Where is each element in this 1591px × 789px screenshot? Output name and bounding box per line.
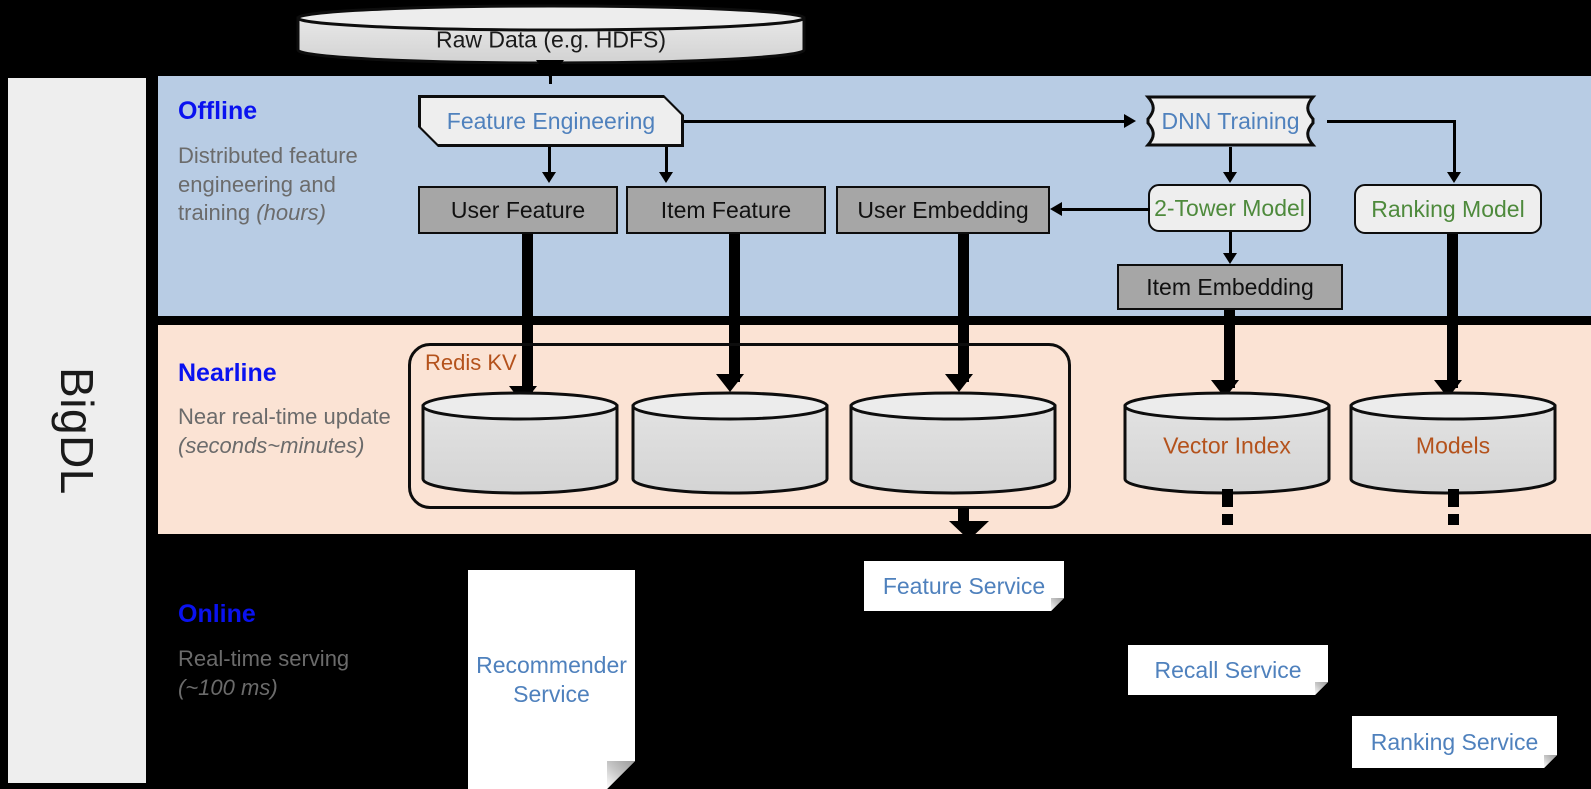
arrow-fe-dnn bbox=[1124, 114, 1136, 128]
nearline-description-text: Near real-time update bbox=[178, 404, 391, 429]
connector-redis-featureservice bbox=[958, 508, 969, 526]
models-store[interactable]: Models bbox=[1348, 390, 1558, 495]
ranking-model-label: Ranking Model bbox=[1371, 195, 1525, 222]
pipe-itemembedding-vectorindex bbox=[1224, 310, 1235, 388]
connector-fe-userfeature bbox=[548, 147, 551, 175]
ranking-service-label: Ranking Service bbox=[1370, 728, 1539, 755]
nearline-description: Near real-time update (seconds~minutes) bbox=[178, 403, 403, 460]
connector-vectorindex-recall-a bbox=[1222, 489, 1233, 507]
online-description: Real-time serving (~100 ms) bbox=[178, 645, 403, 702]
feature-service-node[interactable]: Feature Service bbox=[864, 561, 1064, 611]
ranking-model-node[interactable]: Ranking Model bbox=[1354, 184, 1542, 234]
bigdl-framework-rail: BigDL bbox=[8, 78, 146, 783]
redis-kv-label: Redis KV bbox=[425, 350, 517, 375]
user-embedding-store[interactable] bbox=[848, 390, 1058, 495]
arrow-itemfeature-store bbox=[716, 374, 744, 392]
connector-twotower-userembedding bbox=[1062, 208, 1150, 211]
dnn-training-label: DNN Training bbox=[1161, 107, 1300, 134]
nearline-title: Nearline bbox=[178, 359, 277, 387]
feature-service-label: Feature Service bbox=[882, 572, 1046, 599]
feature-engineering-node[interactable]: Feature Engineering bbox=[418, 95, 684, 147]
online-description-emphasis: (~100 ms) bbox=[178, 674, 278, 700]
pipe-rankingmodel-models bbox=[1447, 234, 1458, 388]
models-label: Models bbox=[1415, 432, 1491, 459]
arrow-dnn-twotower bbox=[1223, 172, 1237, 183]
offline-description-text: Distributed feature engineering and trai… bbox=[178, 143, 358, 226]
item-feature-store[interactable] bbox=[630, 390, 830, 495]
connector-fe-itemfeature bbox=[665, 147, 668, 175]
arrow-fe-userfeature bbox=[542, 172, 556, 183]
arrow-redis-featureservice bbox=[949, 521, 989, 540]
feature-engineering-label: Feature Engineering bbox=[446, 107, 656, 134]
user-feature-label: User Feature bbox=[450, 196, 586, 223]
connector-models-ranking-b bbox=[1448, 514, 1459, 525]
online-description-text: Real-time serving bbox=[178, 646, 350, 671]
item-feature-label: Item Feature bbox=[660, 196, 792, 223]
ranking-service-node[interactable]: Ranking Service bbox=[1352, 716, 1557, 768]
connector-twotower-itemembedding bbox=[1229, 232, 1232, 258]
arrow-dnn-ranking bbox=[1447, 172, 1461, 183]
bigdl-label: BigDL bbox=[50, 366, 103, 495]
user-feature-node[interactable]: User Feature bbox=[418, 186, 618, 234]
recall-service-node[interactable]: Recall Service bbox=[1128, 645, 1328, 695]
offline-description-emphasis: (hours) bbox=[256, 200, 326, 226]
dnn-training-node[interactable]: DNN Training bbox=[1134, 95, 1327, 147]
connector-dnn-twotower bbox=[1229, 147, 1232, 175]
connector-dnn-ranking-v bbox=[1453, 120, 1456, 175]
two-tower-model-label: 2-Tower Model bbox=[1154, 194, 1305, 221]
arrow-rawdata-fe bbox=[536, 60, 564, 78]
item-embedding-node[interactable]: Item Embedding bbox=[1117, 264, 1343, 310]
arrow-userembedding-store bbox=[945, 374, 973, 392]
connector-fe-dnn bbox=[684, 120, 1127, 123]
user-feature-store[interactable] bbox=[420, 390, 620, 495]
offline-description: Distributed feature engineering and trai… bbox=[178, 142, 403, 228]
redis-kv-container bbox=[408, 343, 1071, 509]
offline-title: Offline bbox=[178, 97, 258, 125]
pipe-userembedding-store bbox=[958, 234, 969, 382]
recall-service-label: Recall Service bbox=[1154, 656, 1302, 683]
two-tower-model-node[interactable]: 2-Tower Model bbox=[1148, 184, 1311, 232]
online-title: Online bbox=[178, 600, 256, 628]
connector-models-ranking-a bbox=[1448, 489, 1459, 507]
user-embedding-node[interactable]: User Embedding bbox=[836, 186, 1050, 234]
item-embedding-label: Item Embedding bbox=[1146, 273, 1314, 300]
recommender-service-node[interactable]: Recommender Service bbox=[468, 570, 635, 789]
raw-data-store: Raw Data (e.g. HDFS) bbox=[295, 4, 807, 64]
nearline-description-emphasis: (seconds~minutes) bbox=[178, 432, 365, 458]
recommender-service-label: Recommender Service bbox=[476, 651, 627, 707]
arrow-twotower-userembedding bbox=[1050, 202, 1062, 216]
arrow-fe-itemfeature bbox=[659, 172, 673, 183]
connector-vectorindex-recall-b bbox=[1222, 514, 1233, 525]
pipe-userfeature-store bbox=[522, 234, 533, 394]
raw-data-label: Raw Data (e.g. HDFS) bbox=[435, 26, 667, 53]
connector-dnn-ranking-h bbox=[1327, 120, 1455, 123]
item-feature-node[interactable]: Item Feature bbox=[626, 186, 826, 234]
pipe-itemfeature-store bbox=[729, 234, 740, 382]
user-embedding-label: User Embedding bbox=[857, 196, 1029, 223]
arrow-twotower-itemembedding bbox=[1223, 253, 1237, 264]
vector-index-store[interactable]: Vector Index bbox=[1122, 390, 1332, 495]
vector-index-label: Vector Index bbox=[1163, 432, 1291, 459]
